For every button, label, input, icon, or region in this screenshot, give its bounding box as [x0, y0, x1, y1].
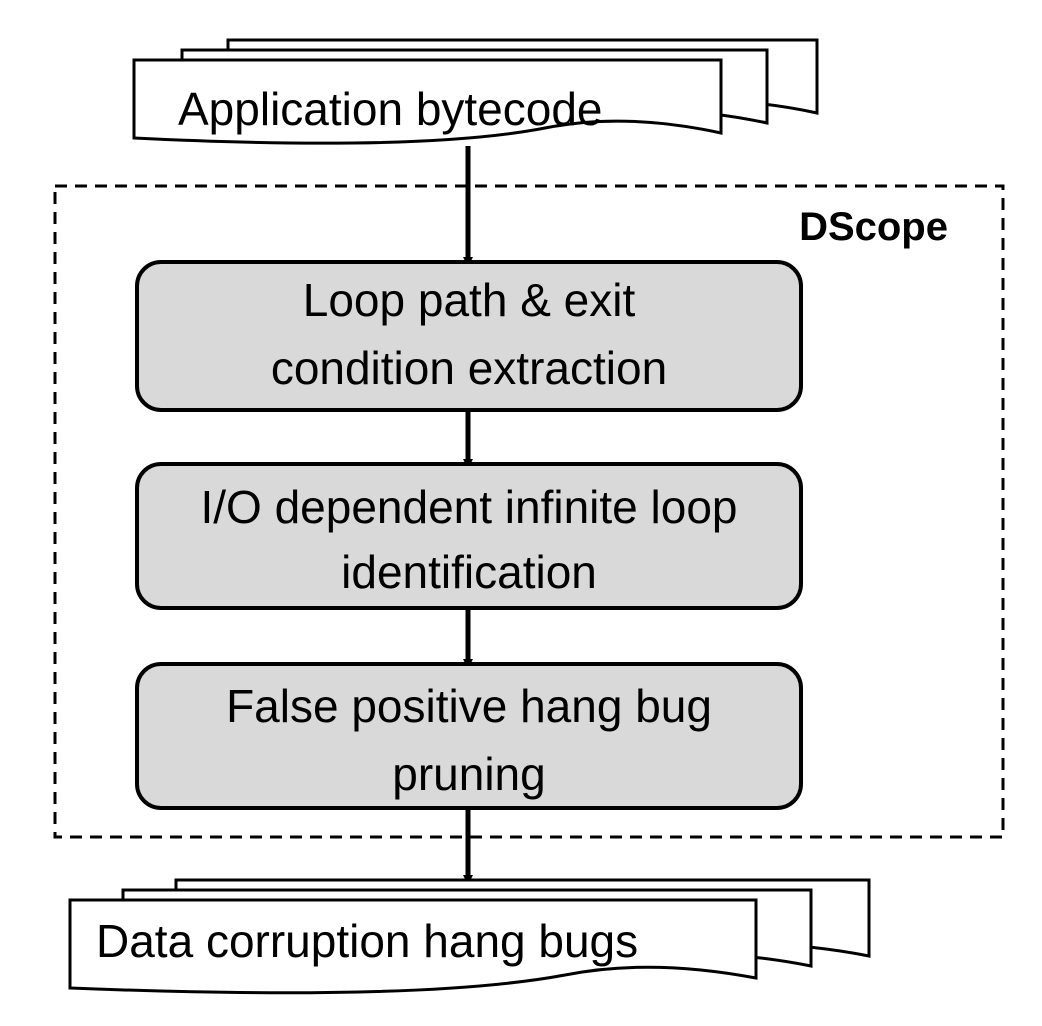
step-label-line-2: condition extraction [271, 342, 667, 394]
input-doc-label: Application bytecode [178, 83, 603, 135]
input-doc-page-front [132, 58, 723, 145]
step-box [135, 462, 803, 610]
step-loop-path-extraction: Loop path & exit condition extraction [135, 260, 803, 412]
output-doc-label: Data corruption hang bugs [96, 915, 638, 967]
step-box [135, 662, 803, 810]
step-false-positive-pruning: False positive hang bug pruning [135, 662, 803, 810]
step-label-line-2: identification [341, 546, 597, 598]
output-doc-page-front [68, 898, 758, 995]
step-label-line-1: False positive hang bug [226, 680, 712, 732]
step-io-dependent-loop-identification: I/O dependent infinite loop identificati… [135, 462, 803, 610]
dscope-label: DScope [799, 205, 948, 249]
step-label-line-1: Loop path & exit [303, 274, 636, 326]
step-label-line-2: pruning [392, 748, 545, 800]
input-document-stack: Application bytecode [132, 38, 819, 145]
step-box [135, 260, 803, 412]
step-label-line-1: I/O dependent infinite loop [200, 481, 737, 533]
output-document-stack: Data corruption hang bugs [68, 878, 871, 995]
